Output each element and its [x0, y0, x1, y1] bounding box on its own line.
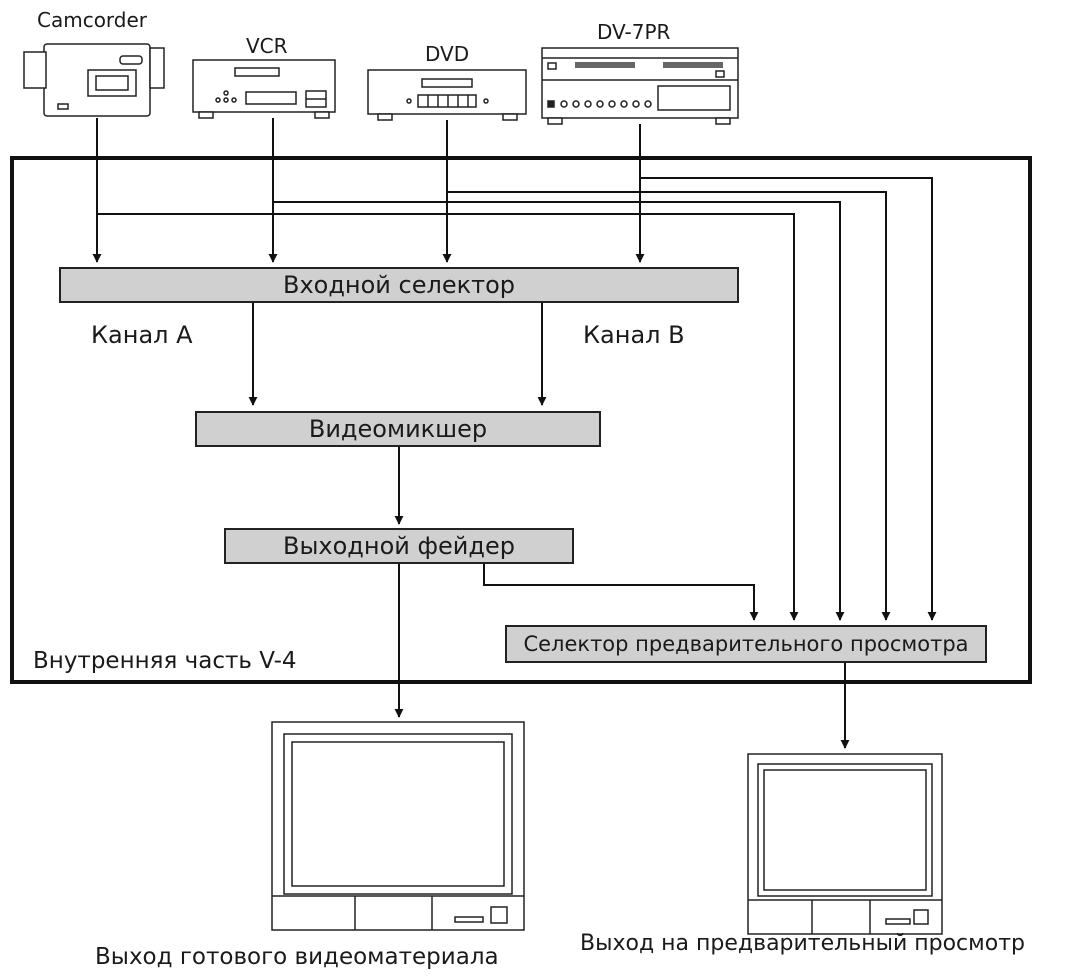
- channel-a-label: Канал A: [91, 321, 193, 349]
- dv7pr-label: DV-7PR: [597, 20, 671, 44]
- vcr-label: VCR: [246, 34, 288, 58]
- output-fader-block: Выходной фейдер: [224, 528, 574, 564]
- dvd-icon: [367, 69, 527, 121]
- channel-b-label: Канал B: [583, 321, 685, 349]
- input-selector-block: Входной селектор: [59, 267, 739, 303]
- camcorder-label: Camcorder: [37, 8, 148, 32]
- preview-output-label: Выход на предварительный просмотр: [580, 931, 1025, 956]
- camcorder-preview-wire: [97, 213, 799, 621]
- vcr-icon: [192, 59, 336, 119]
- vcr-preview-wire: [273, 201, 845, 621]
- preview-selector-block: Селектор предварительного просмотра: [505, 625, 987, 663]
- final-monitor-icon: [271, 721, 525, 931]
- final-output-label: Выход готового видеоматериала: [95, 944, 499, 970]
- preview-monitor-icon: [747, 753, 943, 935]
- dv7pr-icon: [541, 47, 739, 125]
- camcorder-icon: [23, 43, 165, 117]
- enclosure-label: Внутренняя часть V-4: [33, 648, 297, 674]
- v4-enclosure: [10, 156, 1032, 684]
- dv7pr-preview-wire: [640, 177, 937, 621]
- fader-preview-wire: [483, 562, 759, 621]
- video-mixer-block: Видеомикшер: [195, 411, 601, 447]
- dvd-preview-wire: [447, 191, 891, 621]
- dvd-label: DVD: [425, 42, 470, 66]
